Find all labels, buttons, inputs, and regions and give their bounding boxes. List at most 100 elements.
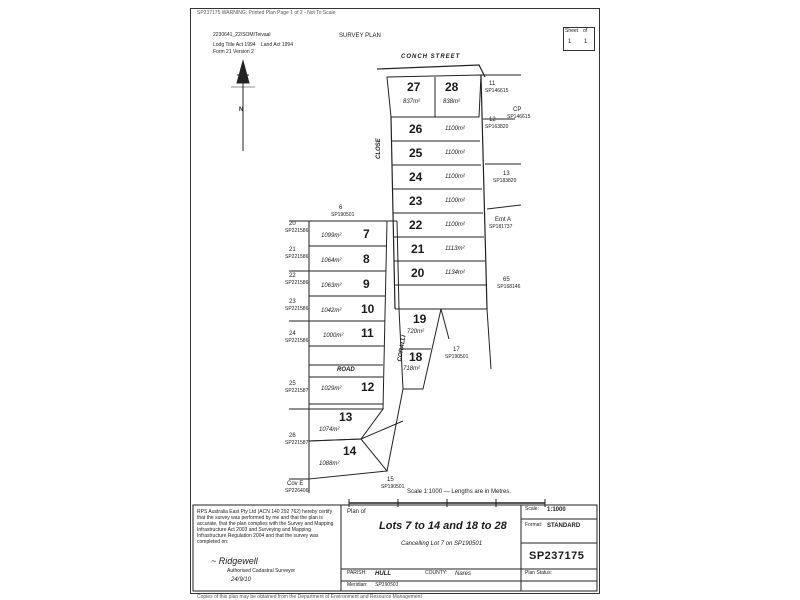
lot-number: 22 bbox=[409, 218, 423, 232]
adjacent-plan: SP190501 bbox=[445, 354, 469, 360]
lot-number: 20 bbox=[411, 266, 425, 280]
survey-plan-heading: SURVEY PLAN bbox=[339, 33, 381, 39]
adjacent-plan: SP190501 bbox=[331, 212, 355, 218]
adjacent-plan: SP221586 bbox=[285, 254, 309, 260]
lot-number: 18 bbox=[409, 350, 423, 364]
adjacent-lot: 22 bbox=[289, 273, 296, 279]
adjacent-easement: Emt A bbox=[495, 217, 512, 223]
lot-area: 1100m² bbox=[445, 150, 465, 156]
plan-lots-title: Lots 7 to 14 and 18 to 28 bbox=[379, 520, 507, 532]
lot-area: 838m² bbox=[443, 99, 461, 105]
scale-note: Scale 1:1000 — Lengths are in Metres. bbox=[407, 489, 512, 495]
road-label: ROAD bbox=[337, 367, 355, 373]
lodged-label: Lodg Title Act 1994 bbox=[213, 42, 256, 48]
adjacent-lot: 11 bbox=[489, 81, 496, 87]
lot-number: 14 bbox=[343, 444, 357, 458]
lot-area: 1100m² bbox=[445, 222, 465, 228]
sheet-label: Sheet bbox=[565, 28, 579, 34]
signature-caption: Authorised Cadastral Surveyor bbox=[227, 568, 296, 574]
adjacent-lot: 6 bbox=[339, 205, 343, 211]
lot-number: 10 bbox=[361, 302, 375, 316]
parish-value: HULL bbox=[375, 571, 391, 577]
adjacent-lot: 23 bbox=[289, 299, 296, 305]
adjacent-plan: SP221586 bbox=[285, 228, 309, 234]
parish-label: PARISH: bbox=[347, 570, 367, 576]
adjacent-lot: CP bbox=[513, 107, 522, 113]
format-label: Format: bbox=[525, 522, 543, 528]
north-label: N bbox=[239, 107, 244, 113]
adjacent-plan: SP146615 bbox=[507, 114, 531, 120]
adjacent-plan: SP183820 bbox=[493, 178, 517, 184]
plan-drawing bbox=[192, 59, 598, 592]
print-banner: SP237175 WARNING: Printed Plan Page 1 of… bbox=[197, 10, 336, 16]
lot-area: 718m² bbox=[403, 366, 421, 372]
lot-area: 720m² bbox=[407, 329, 425, 335]
conch-street-label: CONCH STREET bbox=[401, 54, 461, 60]
format-value: STANDARD bbox=[547, 523, 581, 529]
plan-of-label: Plan of bbox=[347, 509, 366, 515]
meridian-value: SP190501 bbox=[375, 582, 399, 588]
adjacent-plan: SP181737 bbox=[489, 224, 513, 230]
lot-number: 9 bbox=[363, 277, 370, 291]
adjacent-lot: 13 bbox=[503, 171, 510, 177]
adjacent-plan: SP190501 bbox=[381, 484, 405, 490]
form-label: Form 21 Version 2 bbox=[213, 49, 254, 55]
adjacent-lot: 20 bbox=[289, 221, 296, 227]
lot-area: 1100m² bbox=[445, 174, 465, 180]
county-value: Nares bbox=[455, 571, 472, 577]
lot-area: 1000m² bbox=[323, 333, 344, 339]
plan-number: SP237175 bbox=[529, 550, 585, 562]
adjacent-plan: SP221587 bbox=[285, 440, 309, 446]
sheet-total: 1 bbox=[584, 39, 588, 45]
lot-number: 11 bbox=[361, 326, 374, 340]
lot-area: 1042m² bbox=[321, 308, 342, 314]
county-label: COUNTY: bbox=[425, 570, 448, 576]
lot-number: 23 bbox=[409, 194, 423, 208]
footer-note: Copies of this plan may be obtained from… bbox=[197, 594, 422, 600]
lot-area: 1100m² bbox=[445, 198, 465, 204]
adjacent-plan: SP221586 bbox=[285, 338, 309, 344]
sheet-number: 1 bbox=[568, 39, 572, 45]
file-reference: 2230641_22/SOM/Teivaal bbox=[213, 32, 271, 38]
scale-value: 1:1000 bbox=[547, 507, 566, 513]
adjacent-lot: 21 bbox=[289, 247, 296, 253]
lodged-label-2: Land Act 1994 bbox=[261, 42, 293, 48]
plan-status-label: Plan Status: bbox=[525, 570, 552, 576]
adjacent-lot: 24 bbox=[289, 331, 296, 337]
of-label: of bbox=[583, 28, 588, 34]
adjacent-plan: SP146615 bbox=[485, 88, 509, 94]
adjacent-lot: 17 bbox=[453, 347, 460, 353]
adjacent-lot: 15 bbox=[387, 477, 394, 483]
lot-area: 1029m² bbox=[321, 386, 342, 392]
signature-date: 24/9/10 bbox=[231, 577, 252, 583]
adjacent-plan: SP226406 bbox=[285, 488, 309, 494]
sheet-box bbox=[563, 27, 595, 51]
lot-area: 1064m² bbox=[321, 258, 342, 264]
adjacent-lot: 25 bbox=[289, 381, 296, 387]
lot-number: 28 bbox=[445, 80, 459, 94]
close-street-label: CLOSE bbox=[376, 138, 382, 159]
lot-area: 1088m² bbox=[319, 461, 340, 467]
lot-number: 8 bbox=[363, 252, 370, 266]
lot-area: 1099m² bbox=[321, 233, 342, 239]
lot-number: 25 bbox=[409, 146, 423, 160]
cancelling-note: Cancelling Lot 7 on SP190501 bbox=[401, 541, 483, 547]
adjacent-plan: SP168146 bbox=[497, 284, 521, 290]
signature: ~ Ridgewell bbox=[211, 556, 258, 566]
adjacent-plan: SP221586 bbox=[285, 280, 309, 286]
lot-number: 21 bbox=[411, 242, 425, 256]
lot-number: 7 bbox=[363, 227, 370, 241]
survey-plan-sheet: SP237175 WARNING: Printed Plan Page 1 of… bbox=[190, 8, 600, 600]
lot-number: 13 bbox=[339, 410, 353, 424]
adjacent-lot: 65 bbox=[503, 277, 510, 283]
adjacent-lot: Cov E bbox=[287, 481, 304, 487]
adjacent-plan: SP221587 bbox=[285, 388, 309, 394]
adjacent-lot: 26 bbox=[289, 433, 296, 439]
adjacent-lot: 12 bbox=[489, 117, 496, 123]
lot-number: 27 bbox=[407, 80, 421, 94]
adjacent-plan: SP221586 bbox=[285, 306, 309, 312]
lot-area: 1063m² bbox=[321, 283, 342, 289]
meridian-label: Meridian: bbox=[347, 582, 368, 588]
lot-area: 1100m² bbox=[445, 126, 465, 132]
lot-area: 1113m² bbox=[445, 246, 465, 252]
